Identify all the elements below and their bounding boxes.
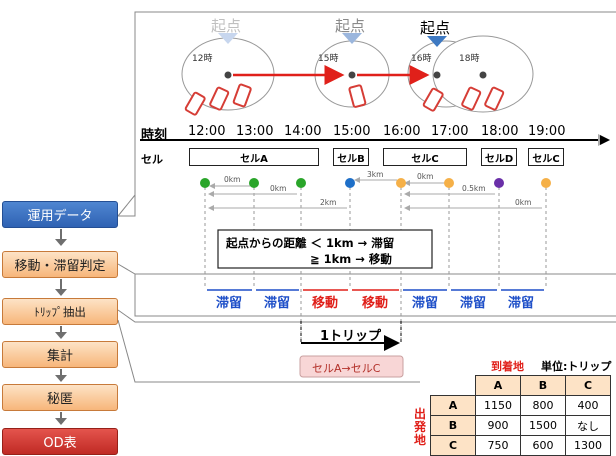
origin-marker-icon [342,33,362,44]
step-anonymize: 秘匿 [2,384,118,411]
state-label: 滞留 [264,296,291,311]
od-row-header: A [430,395,476,416]
trip-label: 1トリップ [320,329,382,344]
time-row-label: 時刻 [141,128,168,143]
cell-dot [345,178,355,188]
state-label: 滞留 [412,296,439,311]
od-dest-title: 到着地 [491,360,524,373]
od-col-header: B [520,375,566,396]
state-label: 滞留 [460,296,487,311]
od-col-header: C [565,375,611,396]
down-arrow-icon [55,332,67,339]
distance-label: 0.5km [462,184,486,193]
time-label: 19:00 [528,124,566,139]
distance-label: 0km [270,184,287,193]
cell-dot [396,178,406,188]
down-arrow-icon [55,239,67,246]
rule-box [217,229,433,269]
distance-label: 0km [515,198,532,207]
od-cell: 900 [475,415,521,436]
distance-label: 0km [224,175,241,184]
down-arrow-icon [55,375,67,382]
od-unit: 単位:トリップ [541,360,612,373]
cell-box: セルC [383,148,467,166]
phone-icon [461,86,482,111]
distance-label: 2km [320,198,337,207]
phone-icon [422,87,444,112]
od-row-header: C [430,435,476,456]
frame-trip [117,309,616,323]
clock-label: 15時 [318,54,339,64]
phone-icon [184,91,206,116]
down-arrow-icon [55,418,67,425]
frame-run-data [118,11,616,217]
step-trip-extract: ﾄﾘｯﾌﾟ抽出 [2,298,118,325]
od-cell: なし [565,415,611,436]
cell-box: セルD [481,148,517,166]
cell-box: セルA [189,148,319,166]
cell-box: セルC [528,148,564,166]
od-cell: 800 [520,395,566,416]
od-row-header: B [430,415,476,436]
cell-dot [249,178,259,188]
state-label: 移動 [362,296,389,311]
cell-row-label: セル [141,153,163,166]
od-col-header: A [475,375,521,396]
od-origin-title: 出発地 [414,407,427,447]
cell-dot [541,178,551,188]
distance-label: 3km [367,170,384,179]
origin-label: 起点 [211,17,242,35]
state-label: 滞留 [508,296,535,311]
state-label: 移動 [312,296,339,311]
origin-marker-icon [427,36,447,47]
down-arrow-icon [55,289,67,296]
cell-dot [200,178,210,188]
phone-icon [484,86,505,111]
time-label: 14:00 [284,124,322,139]
clock-label: 18時 [459,54,480,64]
phone-icon [232,83,252,108]
cell-dot [494,178,504,188]
clock-label: 16時 [411,54,432,64]
step-judge: 移動・滞留判定 [2,251,118,278]
step-run-data: 運用データ [2,201,118,228]
time-label: 18:00 [481,124,519,139]
od-cell: 400 [565,395,611,416]
clock-label: 12時 [192,54,213,64]
cell-box: セルB [333,148,369,166]
time-label: 17:00 [431,124,469,139]
route-label: セルA→セルC [312,362,381,375]
time-label: 16:00 [383,124,421,139]
od-cell: 1500 [520,415,566,436]
rule-line-1: 起点からの距離 ＜ 1km → 滞留 [226,236,395,250]
origin-marker-icon [218,33,238,44]
cell-dot [296,178,306,188]
rule-line-2: ≧ 1km → 移動 [310,252,392,266]
time-label: 13:00 [236,124,274,139]
time-label: 15:00 [333,124,371,139]
cell-dot [444,178,454,188]
origin-label: 起点 [420,19,451,37]
distance-label: 0km [417,172,434,181]
od-cell: 750 [475,435,521,456]
time-label: 12:00 [188,124,226,139]
state-label: 滞留 [216,296,243,311]
od-cell: 600 [520,435,566,456]
route-box [299,355,404,378]
od-cell: 1150 [475,395,521,416]
origin-label: 起点 [335,17,366,35]
step-aggregate: 集計 [2,341,118,368]
od-cell: 1300 [565,435,611,456]
step-od-table: OD表 [2,428,118,455]
phone-icon [209,86,230,111]
phone-icon [348,84,367,108]
